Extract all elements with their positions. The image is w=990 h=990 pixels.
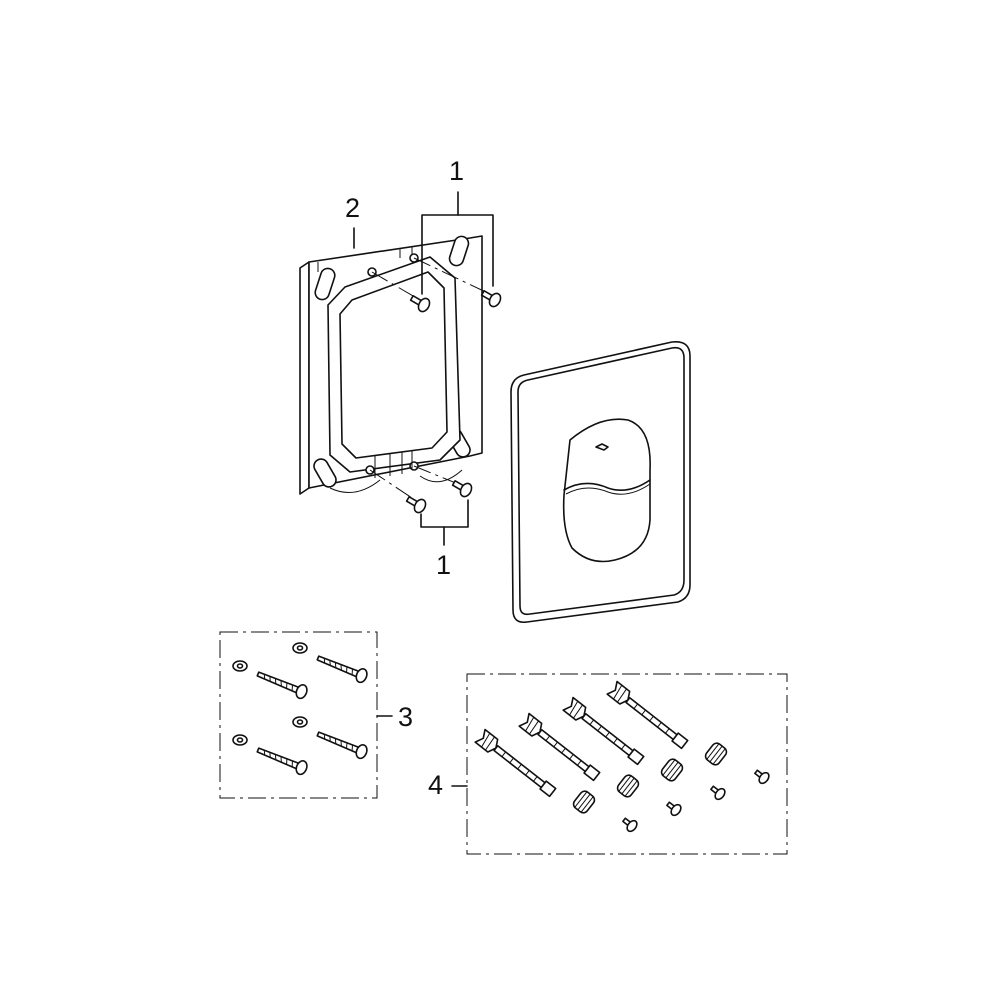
callout-wall-screw-set: 3 [398,702,414,732]
screws-top [371,191,502,313]
callout-screws-bottom: 1 [436,550,452,580]
mounting-frame [299,235,483,495]
callout-frame: 2 [345,193,361,223]
screws-bottom [369,465,473,546]
flush-plate [510,340,691,624]
mounting-bolts [474,680,770,833]
callout-mounting-bolt-set: 4 [428,770,444,800]
mounting-bolt-set-box [451,673,788,855]
callout-screws-top: 1 [449,156,465,186]
wall-screw-set-box [219,631,393,799]
wall-screws [232,642,368,776]
